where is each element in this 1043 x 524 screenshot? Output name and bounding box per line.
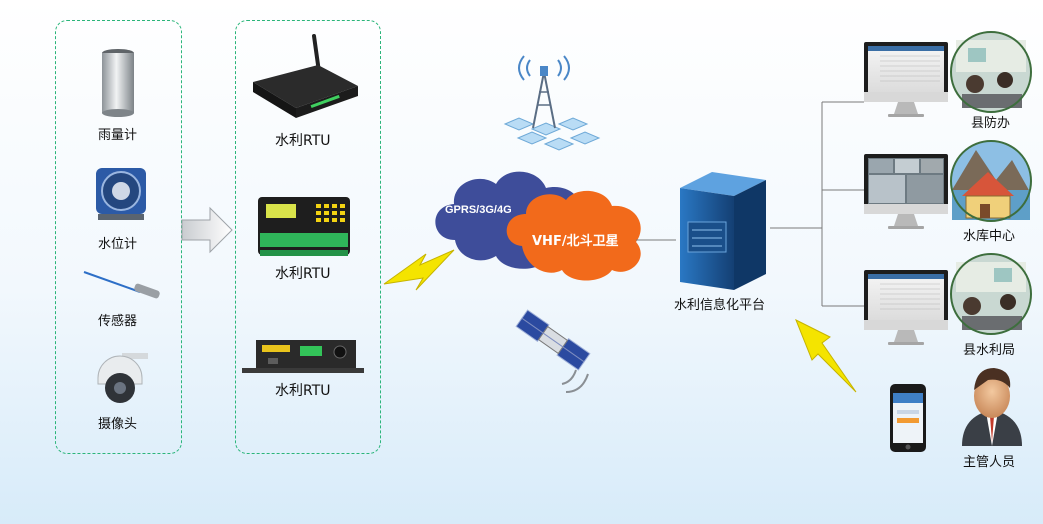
rain-gauge-icon: [102, 49, 134, 117]
camera-label: 摄像头: [98, 417, 138, 432]
dome-camera-icon: [97, 353, 148, 403]
supervisor-label: 主管人员: [963, 455, 1016, 470]
monitor-icon-county-office: [864, 42, 948, 117]
county-water-bureau-label: 县水利局: [963, 343, 1016, 358]
reservoir-center-label: 水库中心: [963, 229, 1016, 244]
water-level-gauge-icon: [96, 168, 146, 220]
lightning-bolt-left: [383, 249, 455, 291]
rtu-box-icon: [242, 340, 364, 373]
reservoir-photo-icon: [950, 140, 1032, 222]
platform-connector-lines: [770, 101, 864, 307]
rtu-controller-icon: [258, 197, 350, 256]
water-bureau-photo-icon: [950, 253, 1032, 335]
sensor-label: 传感器: [98, 314, 138, 329]
data-flow-arrow: [181, 206, 233, 254]
lightning-bolt-right: [795, 318, 857, 393]
platform-label: 水利信息化平台: [674, 298, 766, 313]
signal-tower-icon: [503, 55, 601, 151]
rtu-group-box: [235, 20, 381, 454]
smartphone-icon: [890, 384, 926, 452]
rain-gauge-label: 雨量计: [98, 128, 138, 143]
sensor-probe-icon: [83, 271, 160, 299]
supervisor-avatar-icon: [962, 368, 1022, 446]
server-icon: [680, 172, 766, 290]
rtu3-label: 水利RTU: [275, 383, 331, 399]
cloud-gprs-label: GPRS/3G/4G: [445, 204, 512, 216]
rtu1-label: 水利RTU: [275, 133, 331, 149]
satellite-icon: [515, 309, 591, 371]
monitor-icon-reservoir-center: [864, 154, 948, 229]
rtu-router-icon: [253, 34, 358, 118]
office-photo-icon: [950, 31, 1032, 113]
rtu2-label: 水利RTU: [275, 266, 331, 282]
county-office-label: 县防办: [971, 116, 1011, 131]
monitor-icon-water-bureau: [864, 270, 948, 345]
cloud-vhf-shape: [506, 190, 641, 281]
water-level-gauge-label: 水位计: [98, 237, 138, 252]
satellite-signal-waves: [561, 369, 589, 393]
cloud-vhf-label: VHF/北斗卫星: [532, 234, 619, 249]
